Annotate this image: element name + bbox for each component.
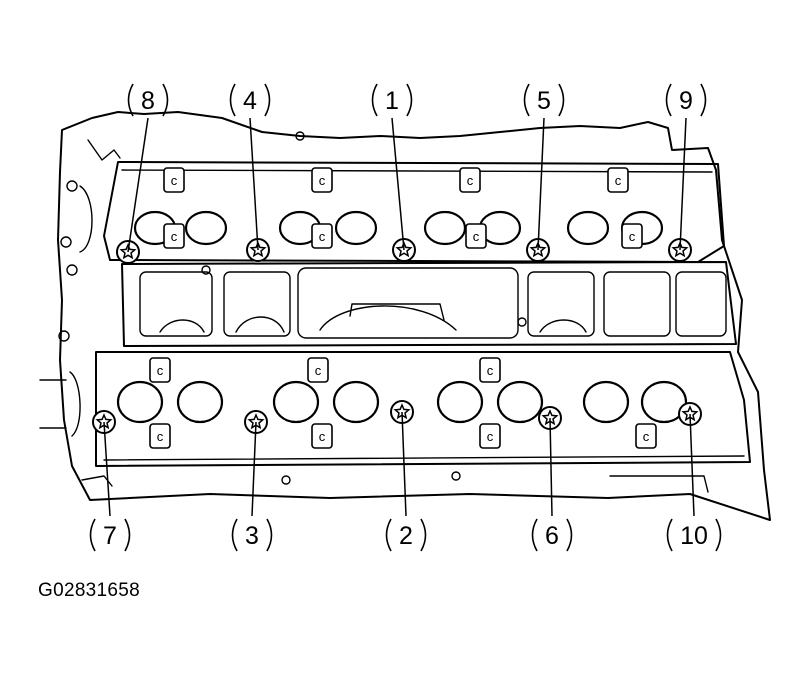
callout-label: 5 (537, 87, 551, 115)
cam-cap: c (311, 223, 333, 249)
cam-cap: c (621, 223, 643, 249)
cam-cap-c-mark: c (319, 229, 326, 244)
leader-line (251, 421, 257, 517)
cam-cap: c (607, 167, 629, 193)
star-bolt-icon (529, 241, 547, 258)
lower-valve-row (116, 380, 688, 424)
star-bolt-icon (249, 241, 267, 258)
callout-label: 8 (141, 87, 155, 115)
cam-cap-c-mark: c (171, 173, 178, 188)
callout-label: 7 (103, 522, 117, 550)
upper-valve (334, 210, 378, 246)
leader-line (127, 117, 149, 253)
cam-cap-c-mark: c (157, 429, 164, 444)
figure-code: G02831658 (38, 580, 141, 601)
lower-valve (332, 380, 380, 424)
leader-line (689, 413, 695, 517)
callout-8: 8 (127, 83, 169, 253)
head-bolt (116, 240, 140, 264)
cam-cap: c (307, 357, 329, 383)
cam-cap-c-mark: c (643, 429, 650, 444)
callout-10: 10 (666, 413, 722, 552)
callout-3: 3 (231, 421, 273, 552)
lower-cam-area (95, 351, 751, 467)
callout-1: 1 (371, 83, 413, 251)
cam-cap: c (479, 423, 501, 449)
cam-cap-c-mark: c (473, 229, 480, 244)
leader-line (391, 117, 405, 251)
cam-cap: c (311, 423, 333, 449)
callout-4: 4 (229, 83, 271, 251)
lower-valve (176, 380, 224, 424)
star-bolt-icon (119, 243, 137, 260)
callout-label: 1 (385, 87, 399, 115)
leader-line (401, 411, 407, 517)
cam-cap: c (163, 167, 185, 193)
cam-cap: c (479, 357, 501, 383)
callout-7: 7 (89, 421, 131, 552)
cam-cap-c-mark: c (629, 229, 636, 244)
callout-label: 3 (245, 522, 259, 550)
callout-6: 6 (531, 417, 573, 552)
callout-label: 10 (680, 522, 708, 550)
lower-valve (496, 380, 544, 424)
callout-label: 9 (679, 87, 693, 115)
lower-valve (272, 380, 320, 424)
cam-cap-c-mark: c (315, 363, 322, 378)
cam-cap: c (311, 167, 333, 193)
cam-cap-c-mark: c (319, 429, 326, 444)
lower-valve (582, 380, 630, 424)
cam-cap: c (635, 423, 657, 449)
cam-cap-c-mark: c (487, 363, 494, 378)
star-bolt-icon (395, 241, 413, 258)
lower-valve (116, 380, 164, 424)
star-bolt-icon (671, 241, 689, 258)
cam-cap-c-mark: c (319, 173, 326, 188)
callout-label: 6 (545, 522, 559, 550)
cylinder-head-outline (39, 111, 771, 521)
upper-valve (423, 210, 467, 246)
callout-label: 2 (399, 522, 413, 550)
cam-cap: c (163, 223, 185, 249)
bolt-sequence-callouts: 8 4 1 5 9 7 3 2 6 10 (89, 83, 722, 552)
lower-valve (640, 380, 688, 424)
cam-bearing-caps: c c c c c c c c c c c c c c c (149, 167, 657, 449)
cam-cap-c-mark: c (467, 173, 474, 188)
casting-holes (58, 131, 527, 485)
upper-valve (184, 210, 228, 246)
cam-cap: c (459, 167, 481, 193)
leader-line (679, 117, 687, 251)
upper-valve-row (133, 210, 664, 246)
lower-valve (436, 380, 484, 424)
upper-valve (566, 210, 610, 246)
cam-cap-c-mark: c (615, 173, 622, 188)
cam-cap-c-mark: c (487, 429, 494, 444)
cam-cap-c-mark: c (157, 363, 164, 378)
center-gallery (121, 261, 737, 347)
leader-line (549, 417, 553, 517)
leader-line (537, 117, 545, 251)
callout-label: 4 (243, 87, 257, 115)
leader-line (103, 421, 111, 517)
cam-cap: c (149, 423, 171, 449)
cam-cap: c (465, 223, 487, 249)
callout-9: 9 (665, 83, 707, 251)
callout-2: 2 (385, 411, 427, 552)
leader-line (249, 117, 259, 251)
callout-5: 5 (523, 83, 565, 251)
cam-cap-c-mark: c (171, 229, 178, 244)
cam-cap: c (149, 357, 171, 383)
